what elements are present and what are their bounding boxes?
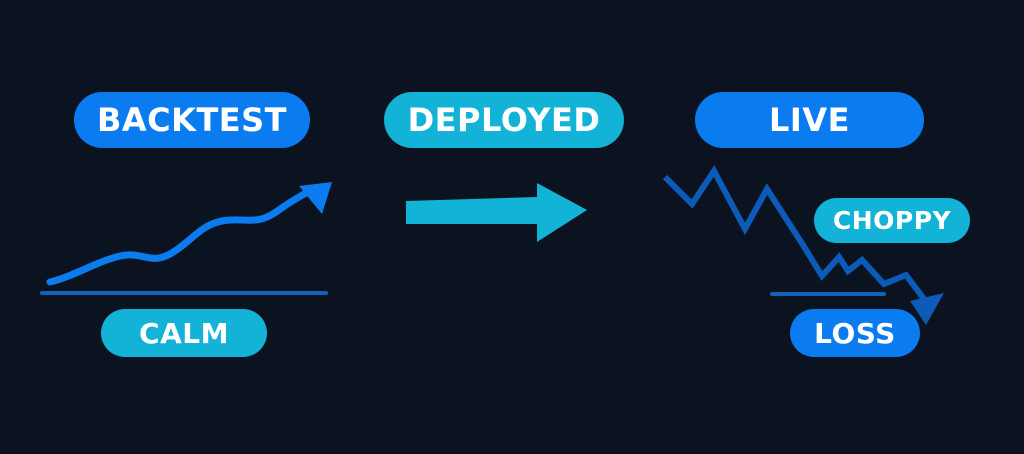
stage-label-deployed: DEPLOYED: [384, 92, 624, 148]
right-arrow-icon: [406, 183, 587, 242]
trend-down-arrow-icon: [662, 165, 944, 325]
condition-label-calm: CALM: [101, 309, 267, 357]
trend-up-arrow-icon: [46, 182, 332, 286]
condition-label-choppy: CHOPPY: [814, 198, 970, 243]
outcome-label-loss: LOSS: [790, 309, 920, 357]
stage-label-backtest: BACKTEST: [74, 92, 310, 148]
stage-label-live: LIVE: [695, 92, 924, 148]
